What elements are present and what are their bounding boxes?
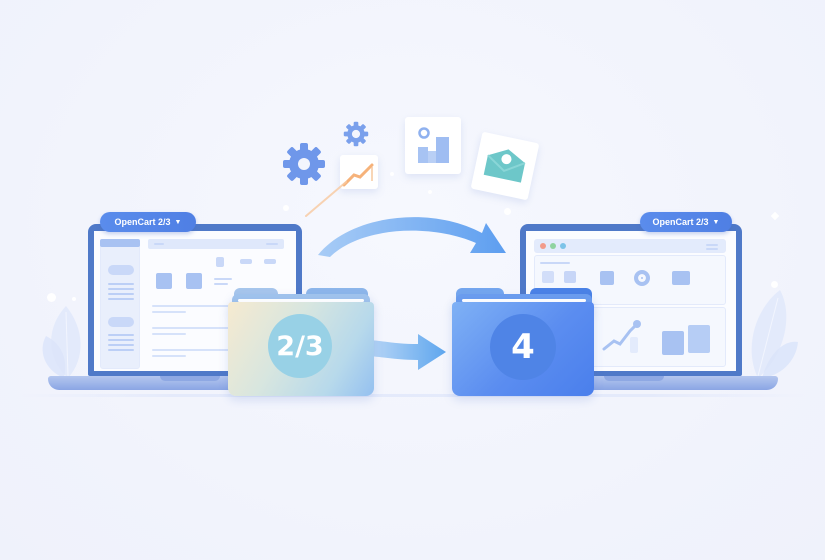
- widget-icon: [216, 257, 224, 267]
- content-line: [152, 311, 186, 313]
- product-thumbnail-icon: [156, 273, 172, 289]
- chevron-down-icon: ▼: [174, 218, 182, 226]
- folder-paper: [238, 299, 364, 302]
- orange-trail: [305, 181, 347, 217]
- gear-icon: [634, 270, 650, 286]
- sparkle-dot: [771, 281, 778, 288]
- stack-icon: [542, 271, 554, 283]
- sidebar-line: [108, 334, 134, 336]
- screen-topbar: [148, 239, 284, 249]
- sparkle-dot: [283, 205, 289, 211]
- folder-icon: [688, 325, 710, 353]
- content-line: [214, 283, 228, 285]
- floor-line: [20, 394, 805, 397]
- version-circle-target: 4: [490, 314, 556, 380]
- folder-paper: [462, 299, 586, 302]
- sidebar-line: [108, 293, 134, 295]
- badge-label: OpenCart 2/3: [652, 217, 709, 227]
- migration-curve-arrow: [318, 217, 506, 257]
- product-thumbnail-icon: [186, 273, 202, 289]
- content-line: [152, 333, 186, 335]
- sidebar-line: [108, 349, 134, 351]
- folder-version-label: 2/3: [276, 330, 324, 362]
- content-line: [152, 327, 232, 329]
- leaf-decoration-right: [751, 290, 798, 378]
- gear-icon: [283, 143, 325, 185]
- leaf-decoration-left: [42, 306, 81, 378]
- box-icon: [600, 271, 614, 285]
- content-line: [152, 349, 232, 351]
- topbar-item: [154, 243, 164, 245]
- folder-icon: [662, 331, 684, 355]
- content-line: [540, 262, 570, 264]
- sparkle-dot: [72, 297, 76, 301]
- sidebar-line: [108, 283, 134, 285]
- bar-icon: [630, 337, 638, 353]
- source-folder: 2/3: [228, 288, 374, 396]
- sparkle-dot: [390, 172, 394, 176]
- version-badge-source[interactable]: OpenCart 2/3 ▼: [100, 212, 196, 232]
- topbar-item: [266, 243, 278, 245]
- sidebar-line: [108, 298, 134, 300]
- sidebar-line: [108, 339, 134, 341]
- menu-icon: [706, 248, 718, 250]
- content-line: [152, 305, 232, 307]
- screen-sidebar: [100, 239, 140, 369]
- mail-icon: [672, 271, 690, 285]
- sidebar-line: [108, 288, 134, 290]
- window-close-dot: [540, 243, 546, 249]
- window-maximize-dot: [560, 243, 566, 249]
- migration-arrow: [370, 334, 446, 370]
- sparkle-dot: [504, 208, 511, 215]
- envelope-card: [470, 131, 540, 201]
- gear-icon: [343, 121, 369, 147]
- chevron-down-icon: ▼: [712, 218, 720, 226]
- version-circle-source: 2/3: [268, 314, 332, 378]
- laptop-notch: [160, 376, 220, 381]
- sparkle-dot: [47, 293, 56, 302]
- bar-chart-icon: [418, 127, 449, 163]
- line-chart-card: [340, 155, 378, 189]
- content-line: [214, 278, 232, 280]
- window-minimize-dot: [550, 243, 556, 249]
- sidebar-card: [108, 265, 134, 275]
- line-chart-icon: [342, 163, 374, 187]
- window-titlebar: [534, 239, 726, 253]
- laptop-notch: [604, 376, 664, 381]
- envelope-icon: [483, 149, 526, 183]
- laptop-screen: [94, 231, 296, 371]
- sparkle-dot: [428, 190, 432, 194]
- stack-icon: [564, 271, 576, 283]
- sidebar-header: [100, 239, 140, 247]
- line-chart-icon: [602, 320, 641, 351]
- widget-icon: [264, 259, 276, 264]
- content-line: [152, 355, 186, 357]
- target-folder: 4: [452, 288, 594, 396]
- menu-icon: [706, 244, 718, 246]
- badge-label: OpenCart 2/3: [114, 217, 171, 227]
- widget-icon: [240, 259, 252, 264]
- sidebar-card: [108, 317, 134, 327]
- sidebar-line: [108, 344, 134, 346]
- folder-version-label: 4: [511, 327, 535, 367]
- version-badge-target[interactable]: OpenCart 2/3 ▼: [640, 212, 732, 232]
- bar-chart-card: [405, 117, 461, 174]
